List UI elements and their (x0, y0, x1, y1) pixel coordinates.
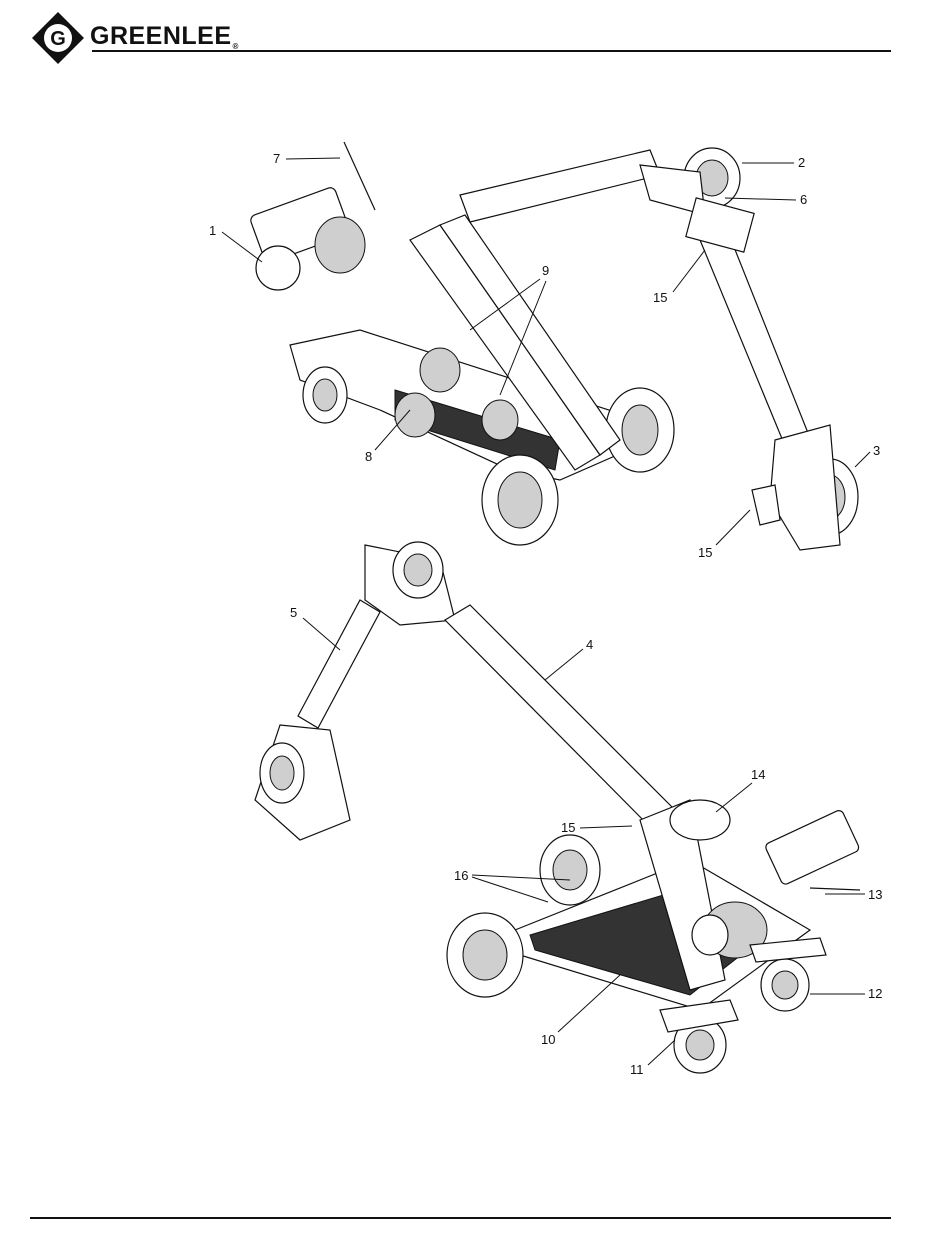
callout-2: 2 (798, 155, 805, 170)
callout-10: 10 (541, 1032, 555, 1047)
callout-3: 3 (873, 443, 880, 458)
callout-15-lower: 15 (698, 545, 712, 560)
callout-14: 14 (751, 767, 765, 782)
callout-12: 12 (868, 986, 882, 1001)
top-assembly-drawing (249, 142, 858, 550)
callout-15-top: 15 (653, 290, 667, 305)
callout-1: 1 (209, 223, 216, 238)
callout-16: 16 (454, 868, 468, 883)
callout-5: 5 (290, 605, 297, 620)
callout-9: 9 (542, 263, 549, 278)
callout-7: 7 (273, 151, 280, 166)
callout-15-bottom: 15 (561, 820, 575, 835)
callout-11: 11 (630, 1062, 644, 1077)
bottom-assembly-drawing (255, 542, 860, 1073)
footer-rule (30, 1217, 891, 1219)
callout-4: 4 (586, 637, 593, 652)
callout-8: 8 (365, 449, 372, 464)
callout-6: 6 (800, 192, 807, 207)
callout-13: 13 (868, 887, 882, 902)
